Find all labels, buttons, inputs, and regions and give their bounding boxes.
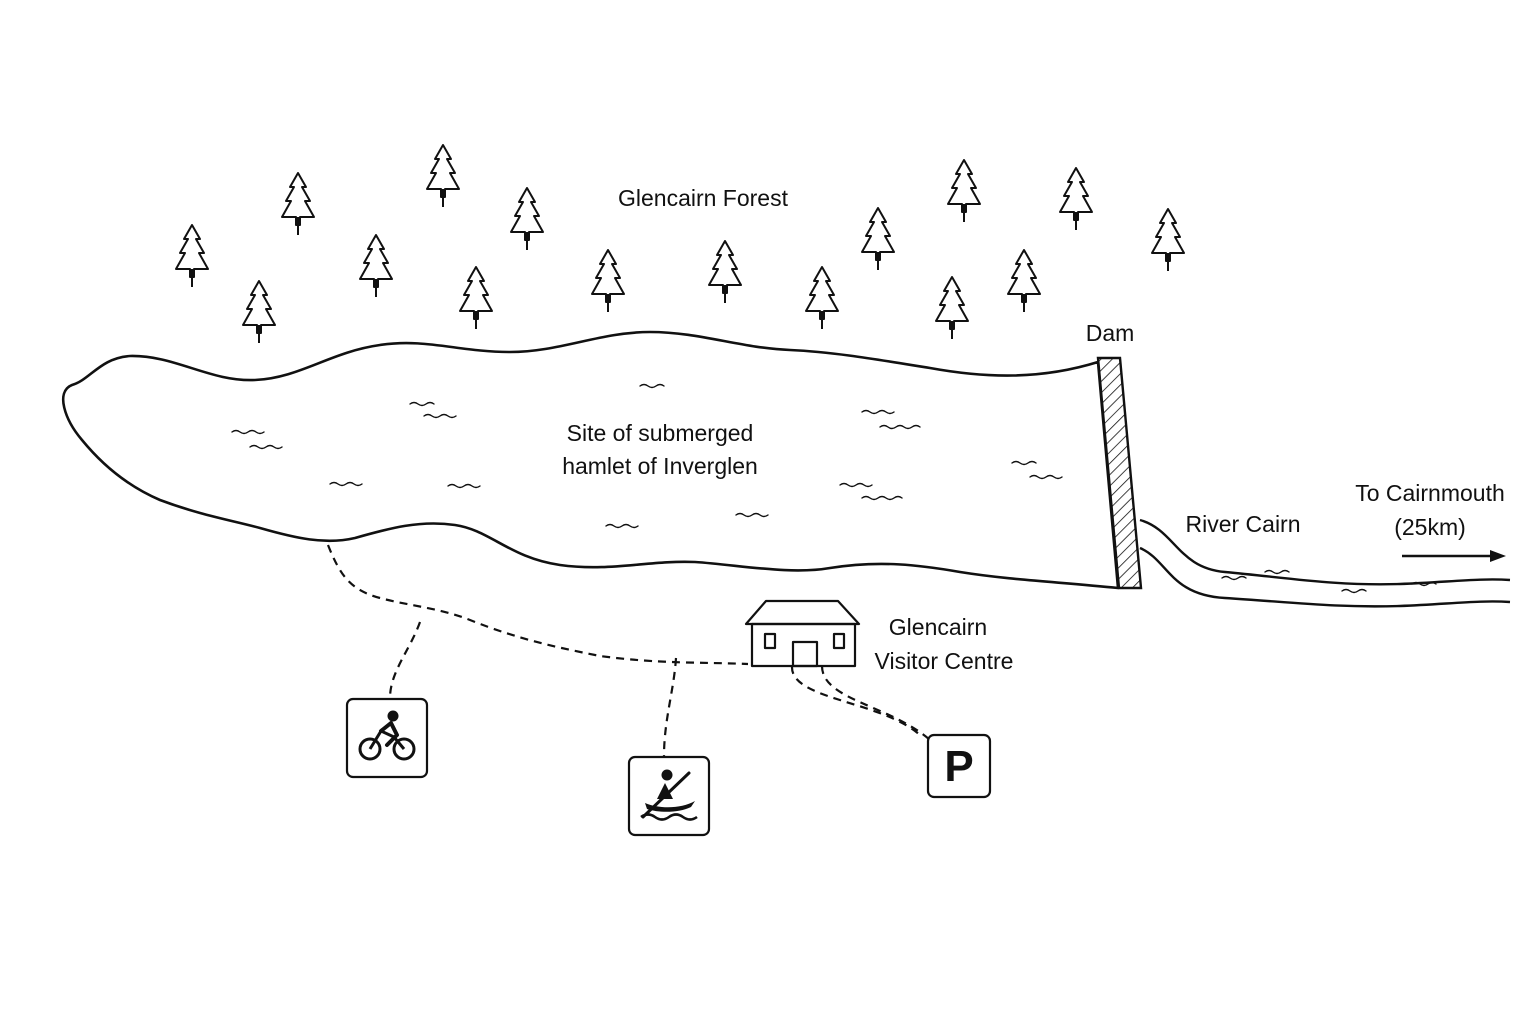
reservoir-lake	[61, 330, 1120, 590]
parking-sign-letter: P	[944, 742, 973, 791]
dam	[1096, 356, 1143, 590]
kayaking-kayak-icon[interactable]	[627, 755, 711, 837]
forest-label: Glencairn Forest	[618, 185, 789, 211]
river-cairn	[1139, 518, 1511, 608]
lake-waves	[231, 383, 1063, 529]
destination-label-line1: To Cairnmouth	[1355, 480, 1505, 506]
cycling-bicycle-icon[interactable]	[345, 697, 429, 779]
visitor-centre-label-line1: Glencairn	[889, 614, 987, 640]
lake-label-line1: Site of submerged	[567, 420, 754, 446]
destination-label-line2: (25km)	[1394, 514, 1466, 540]
lake-label-line2: hamlet of Inverglen	[562, 453, 758, 479]
dam-label: Dam	[1086, 320, 1135, 346]
trails	[326, 544, 931, 757]
river-label: River Cairn	[1185, 511, 1300, 537]
visitor-centre-building-icon	[744, 599, 861, 668]
parking-sign-icon[interactable]: P	[926, 733, 992, 799]
forest-trees	[175, 144, 1185, 343]
destination-arrow	[1402, 550, 1506, 562]
visitor-centre-label-line2: Visitor Centre	[875, 648, 1014, 674]
